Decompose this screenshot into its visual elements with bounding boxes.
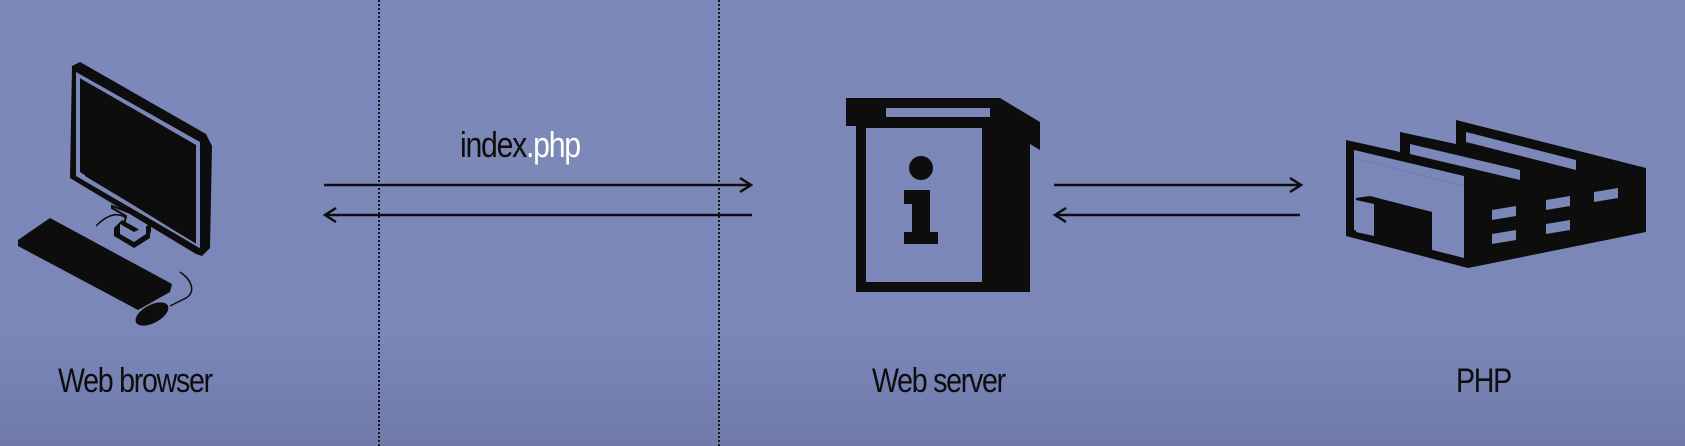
- arrow-server-to-php: [1054, 176, 1304, 194]
- web-server-label: Web server: [872, 362, 1006, 400]
- arrow-response: [322, 206, 752, 224]
- request-file-ext: .php: [525, 124, 581, 165]
- request-file-base: index: [460, 124, 527, 165]
- arrow-php-to-server: [1052, 206, 1300, 224]
- factory-icon: [1346, 120, 1646, 268]
- arrow-request: [324, 176, 754, 194]
- php-label: PHP: [1456, 362, 1512, 400]
- info-kiosk-icon: [846, 98, 1040, 292]
- computer-icon: [18, 62, 212, 326]
- request-file-label: index.php: [460, 124, 581, 166]
- dotted-divider-left: [378, 0, 380, 446]
- web-browser-label: Web browser: [58, 362, 213, 400]
- dotted-divider-right: [718, 0, 720, 446]
